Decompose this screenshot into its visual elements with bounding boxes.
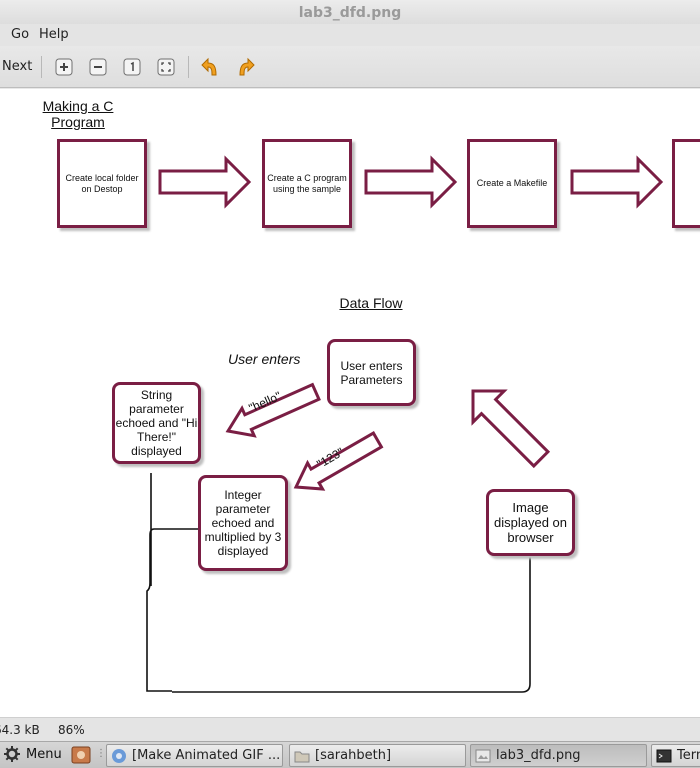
rotate-left-icon[interactable] <box>200 55 222 79</box>
integer-node: Integer parameter echoed and multiplied … <box>198 475 288 571</box>
zoom-normal-icon[interactable] <box>122 57 142 77</box>
params-node: User enters Parameters <box>327 339 416 406</box>
step-node: Create a C program using the sample <box>262 139 352 228</box>
next-button[interactable]: Next <box>2 59 33 74</box>
task-button[interactable]: [sarahbeth] <box>289 744 466 767</box>
task-label: [Make Animated GIF ... <box>132 748 281 763</box>
task-button[interactable]: lab3_dfd.png <box>470 744 647 767</box>
menu-bar: Go Help <box>0 24 700 46</box>
status-bar: 64.3 kB 86% <box>0 717 700 741</box>
number-arrow <box>293 431 384 491</box>
start-menu-button[interactable]: Menu <box>4 746 62 762</box>
section-heading: Making a C Program <box>42 98 114 130</box>
menu-go[interactable]: Go <box>11 27 30 42</box>
section-heading: Data Flow <box>339 295 403 311</box>
terminal-icon <box>656 749 672 762</box>
image-file-icon <box>475 749 491 762</box>
file-manager-launcher-icon[interactable] <box>71 746 91 764</box>
file-size: 64.3 kB <box>0 723 40 737</box>
flow-arrow-3 <box>570 155 664 209</box>
diagram-connectors <box>146 155 664 693</box>
rotate-right-icon[interactable] <box>234 55 256 79</box>
toolbar: Next <box>0 46 700 88</box>
image-canvas[interactable]: Making a C Program Create local folder o… <box>0 89 700 717</box>
folder-icon <box>294 751 310 762</box>
browser-icon <box>112 748 126 763</box>
hello-arrow <box>225 382 321 438</box>
step-node <box>672 139 700 228</box>
zoom-out-icon[interactable] <box>88 57 108 77</box>
gear-icon <box>4 746 20 762</box>
task-label: lab3_dfd.png <box>496 748 581 763</box>
string-node: String parameter echoed and "Hi There!" … <box>112 382 201 464</box>
user-enters-label: User enters <box>228 351 301 367</box>
flow-arrow-1 <box>158 155 252 209</box>
toolbar-separator <box>188 56 189 78</box>
step-node: Create a Makefile <box>467 139 557 228</box>
zoom-in-icon[interactable] <box>54 57 74 77</box>
task-button[interactable]: [Make Animated GIF ... <box>106 744 283 767</box>
launcher-separator: ⋮ <box>96 748 106 759</box>
image-node: Image displayed on browser <box>486 489 575 556</box>
task-button[interactable]: Term <box>651 744 700 767</box>
toolbar-separator <box>41 56 42 78</box>
connector-line <box>172 555 531 693</box>
menu-help[interactable]: Help <box>39 27 69 42</box>
window-title: lab3_dfd.png <box>298 5 402 21</box>
connector-line <box>146 473 200 692</box>
task-label: Term <box>677 748 700 763</box>
task-label: [sarahbeth] <box>315 748 392 763</box>
zoom-fit-icon[interactable] <box>156 57 176 77</box>
step-node: Create local folder on Destop <box>57 139 147 228</box>
menu-label: Menu <box>26 746 62 762</box>
flow-arrow-2 <box>364 155 458 209</box>
return-arrow <box>471 389 551 469</box>
taskbar: Menu ⋮ [Make Animated GIF ... [sarahbeth… <box>0 741 700 768</box>
zoom-level: 86% <box>58 723 85 737</box>
title-bar: lab3_dfd.png <box>0 0 700 26</box>
